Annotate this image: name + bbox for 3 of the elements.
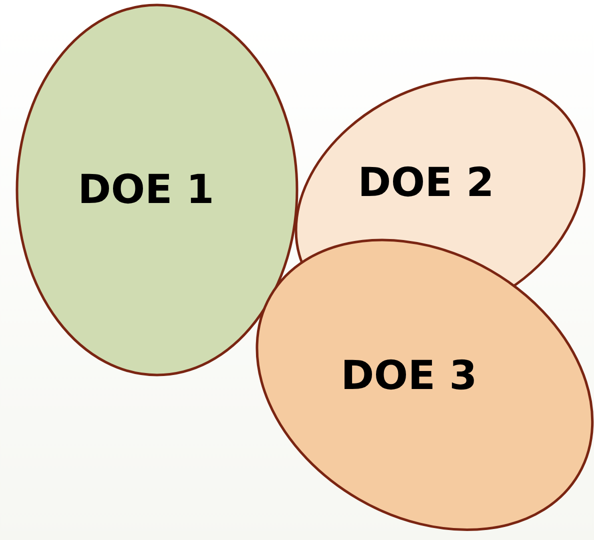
node-label: DOE 2 — [358, 160, 494, 206]
node-label: DOE 1 — [78, 167, 214, 213]
node-label: DOE 3 — [340, 352, 478, 399]
